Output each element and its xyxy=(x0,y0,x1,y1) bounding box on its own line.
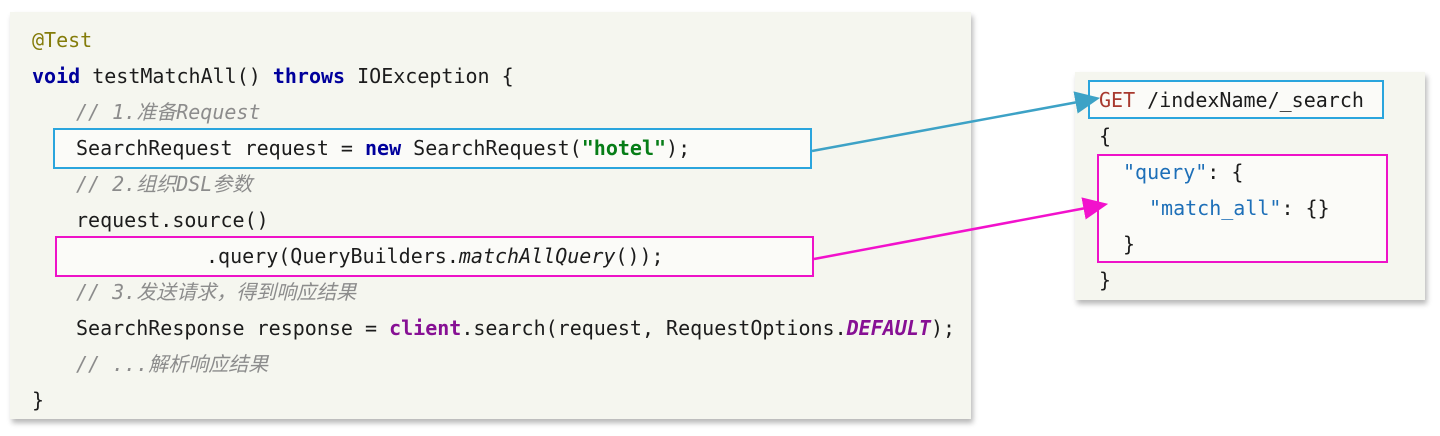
token: ()); xyxy=(615,244,664,268)
token: ); xyxy=(666,136,691,160)
annotation-token: @Test xyxy=(32,28,93,52)
code-line: } xyxy=(10,382,971,418)
constant-token: DEFAULT xyxy=(846,316,931,340)
token: : { xyxy=(1207,160,1244,184)
http-method-token: GET xyxy=(1099,88,1136,112)
code-line-search-response: SearchResponse response = client.search(… xyxy=(10,310,971,346)
comment-token: // ...解析响应结果 xyxy=(76,352,269,376)
token: : {} xyxy=(1281,196,1330,220)
dsl-line-get: GET /indexName/_search xyxy=(1075,82,1425,118)
code-line-query-builder: .query(QueryBuilders.matchAllQuery()); xyxy=(10,238,971,274)
token: /indexName/_search xyxy=(1135,88,1364,112)
token: } xyxy=(1099,268,1112,292)
code-line-comment: // 2.组织DSL参数 xyxy=(10,166,971,202)
highlight-box-get-request xyxy=(1088,80,1384,119)
dsl-code: GET /indexName/_search { "query": { "mat… xyxy=(1075,72,1425,298)
json-key-token: "match_all" xyxy=(1149,196,1282,220)
token: testMatchAll() xyxy=(80,64,273,88)
token: SearchRequest( xyxy=(401,136,582,160)
highlight-box-match-all xyxy=(1097,154,1388,263)
code-line: void testMatchAll() throws IOException { xyxy=(10,58,971,94)
code-line-comment: // 1.准备Request xyxy=(10,94,971,130)
token: IOException { xyxy=(345,64,514,88)
comment-token: // 3.发送请求，得到响应结果 xyxy=(76,280,357,304)
keyword-token: void xyxy=(32,64,81,88)
token: SearchResponse response = xyxy=(76,316,390,340)
token: .search(request, RequestOptions. xyxy=(461,316,847,340)
java-code-panel: @Test void testMatchAll() throws IOExcep… xyxy=(10,12,971,419)
field-token: client xyxy=(389,316,462,340)
java-code: @Test void testMatchAll() throws IOExcep… xyxy=(10,12,971,418)
highlight-box-query-builder xyxy=(55,236,814,277)
code-line-comment: // ...解析响应结果 xyxy=(10,346,971,382)
comment-token: // 2.组织DSL参数 xyxy=(76,172,253,196)
dsl-line: { xyxy=(1075,118,1425,154)
token: ); xyxy=(930,316,956,340)
token: } xyxy=(1123,232,1136,256)
json-key-token: "query" xyxy=(1123,160,1208,184)
dsl-line: } xyxy=(1075,262,1425,298)
comment-token: // 1.准备Request xyxy=(76,100,261,124)
token: } xyxy=(32,388,45,412)
dsl-line: } xyxy=(1075,226,1425,262)
code-line-comment: // 3.发送请求，得到响应结果 xyxy=(10,274,971,310)
string-token: "hotel" xyxy=(581,136,667,160)
keyword-token: throws xyxy=(272,64,346,88)
static-method-token: matchAllQuery xyxy=(458,244,616,268)
code-line: @Test xyxy=(10,22,971,58)
keyword-token: new xyxy=(364,136,402,160)
highlight-box-search-request xyxy=(53,128,812,169)
token: SearchRequest request = xyxy=(76,136,365,160)
token: .query(QueryBuilders. xyxy=(206,244,459,268)
dsl-panel: GET /indexName/_search { "query": { "mat… xyxy=(1075,72,1425,300)
code-line-search-request: SearchRequest request = new SearchReques… xyxy=(10,130,971,166)
token: { xyxy=(1099,124,1112,148)
dsl-line-query: "query": { xyxy=(1075,154,1425,190)
dsl-line-match-all: "match_all": {} xyxy=(1075,190,1425,226)
token: request.source() xyxy=(76,208,269,232)
code-line: request.source() xyxy=(10,202,971,238)
